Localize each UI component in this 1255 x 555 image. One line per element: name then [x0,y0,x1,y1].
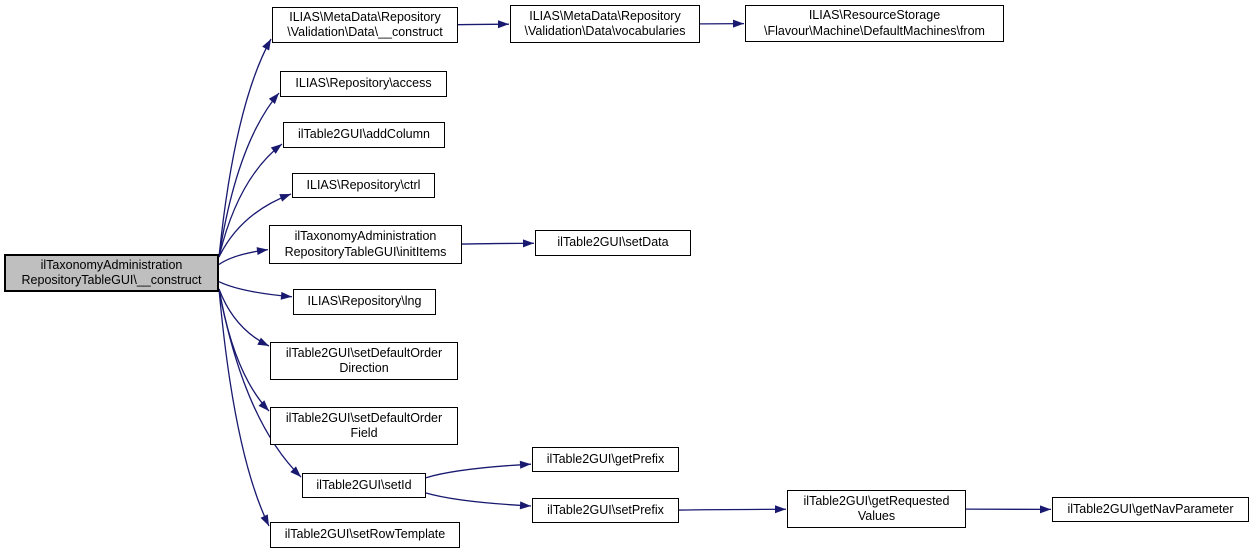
graph-node-label: ilTable2GUI\setDefaultOrder Field [285,410,443,441]
call-edge-taxonomy-construct-to-table2gui-addcolumn [218,143,283,258]
graph-node-table2gui-setdefaultorderfield[interactable]: ilTable2GUI\setDefaultOrder Field [270,407,458,445]
graph-node-label: ILIAS\MetaData\Repository \Validation\Da… [524,8,686,39]
graph-node-repository-access[interactable]: ILIAS\Repository\access [280,71,447,97]
arrowhead-icon [270,144,282,154]
graph-node-table2gui-setprefix[interactable]: ilTable2GUI\setPrefix [532,498,679,523]
call-edge-taxonomy-construct-to-repository-ctrl [218,193,292,258]
graph-node-label: ilTable2GUI\getRequested Values [803,493,950,524]
call-edge-taxonomy-construct-to-table2gui-setid [218,288,302,478]
graph-node-table2gui-setrowtemplate[interactable]: ilTable2GUI\setRowTemplate [270,522,460,548]
graph-node-label: ilTable2GUI\setDefaultOrder Direction [285,345,443,376]
call-edge-table2gui-setid-to-table2gui-setprefix [425,492,532,507]
arrowhead-icon [774,505,786,514]
arrowhead-icon [258,400,269,411]
graph-node-table2gui-getprefix[interactable]: ilTable2GUI\getPrefix [532,447,679,472]
graph-node-resourcestorage-defaultmachines-from[interactable]: ILIAS\ResourceStorage \Flavour\Machine\D… [745,5,1004,42]
call-edge-taxonomy-construct-to-table2gui-setrowtemplate [218,288,270,527]
graph-node-table2gui-setdata[interactable]: ilTable2GUI\setData [535,230,691,256]
graph-node-label: ILIAS\MetaData\Repository \Validation\Da… [287,9,443,40]
graph-node-label: ilTable2GUI\getNavParameter [1067,501,1234,516]
graph-node-repository-lng[interactable]: ILIAS\Repository\lng [293,289,436,315]
graph-node-label: ilTable2GUI\setPrefix [547,502,664,517]
graph-node-label: ilTable2GUI\setId [316,477,412,492]
arrowhead-icon [268,93,279,104]
call-edge-taxonomy-construct-to-table2gui-setdefaultorderfield [218,288,270,412]
arrowhead-icon [519,460,531,469]
call-edge-taxonomy-construct-to-metadata-validation-construct [218,38,272,258]
graph-node-label: ilTaxonomyAdministration RepositoryTable… [21,257,202,288]
call-edge-taxonomy-construct-to-repository-access [218,92,280,258]
graph-node-table2gui-setid[interactable]: ilTable2GUI\setId [302,473,426,498]
graph-node-label: ILIAS\Repository\lng [307,294,422,309]
graph-node-label: ILIAS\ResourceStorage \Flavour\Machine\D… [764,8,985,38]
graph-node-taxonomy-construct: ilTaxonomyAdministration RepositoryTable… [4,254,219,292]
graph-node-label: ilTable2GUI\setRowTemplate [284,527,446,542]
arrowhead-icon [280,291,292,300]
arrowhead-icon [497,20,509,29]
graph-node-label: ilTable2GUI\setData [557,235,669,250]
graph-node-metadata-validation-construct[interactable]: ILIAS\MetaData\Repository \Validation\Da… [272,7,458,43]
arrowhead-icon [519,501,531,510]
graph-node-table2gui-setdefaultorderdirection[interactable]: ilTable2GUI\setDefaultOrder Direction [270,342,458,380]
arrowhead-icon [256,247,268,256]
call-edge-table2gui-setid-to-table2gui-getprefix [425,463,532,479]
call-edge-taxonomy-construct-to-repository-lng [218,281,293,298]
arrowhead-icon [522,239,534,248]
arrowhead-icon [279,194,291,202]
graph-node-label: ilTaxonomyAdministration RepositoryTable… [284,229,447,259]
graph-node-label: ILIAS\Repository\access [295,76,432,91]
call-edge-taxonomy-construct-to-table2gui-setdefaultorderdirection [218,288,270,347]
graph-node-label: ilTable2GUI\getPrefix [546,451,665,466]
call-edge-table2gui-setprefix-to-table2gui-getrequestedvalues [678,508,787,511]
arrowhead-icon [257,337,269,346]
graph-node-repository-ctrl[interactable]: ILIAS\Repository\ctrl [292,173,435,198]
arrowhead-icon [260,514,269,526]
graph-node-label: ILIAS\Repository\ctrl [306,177,421,192]
graph-node-table2gui-getnavparameter[interactable]: ilTable2GUI\getNavParameter [1052,497,1249,522]
arrowhead-icon [290,466,301,477]
graph-node-label: ilTable2GUI\addColumn [297,127,430,142]
arrowhead-icon [732,19,744,28]
arrowhead-icon [1039,505,1051,514]
arrowhead-icon [262,39,271,51]
graph-node-table2gui-addcolumn[interactable]: ilTable2GUI\addColumn [283,122,445,148]
graph-node-taxonomy-inititems[interactable]: ilTaxonomyAdministration RepositoryTable… [269,225,462,264]
graph-node-table2gui-getrequestedvalues[interactable]: ilTable2GUI\getRequested Values [787,490,966,528]
graph-node-metadata-validation-vocabularies[interactable]: ILIAS\MetaData\Repository \Validation\Da… [510,5,700,43]
